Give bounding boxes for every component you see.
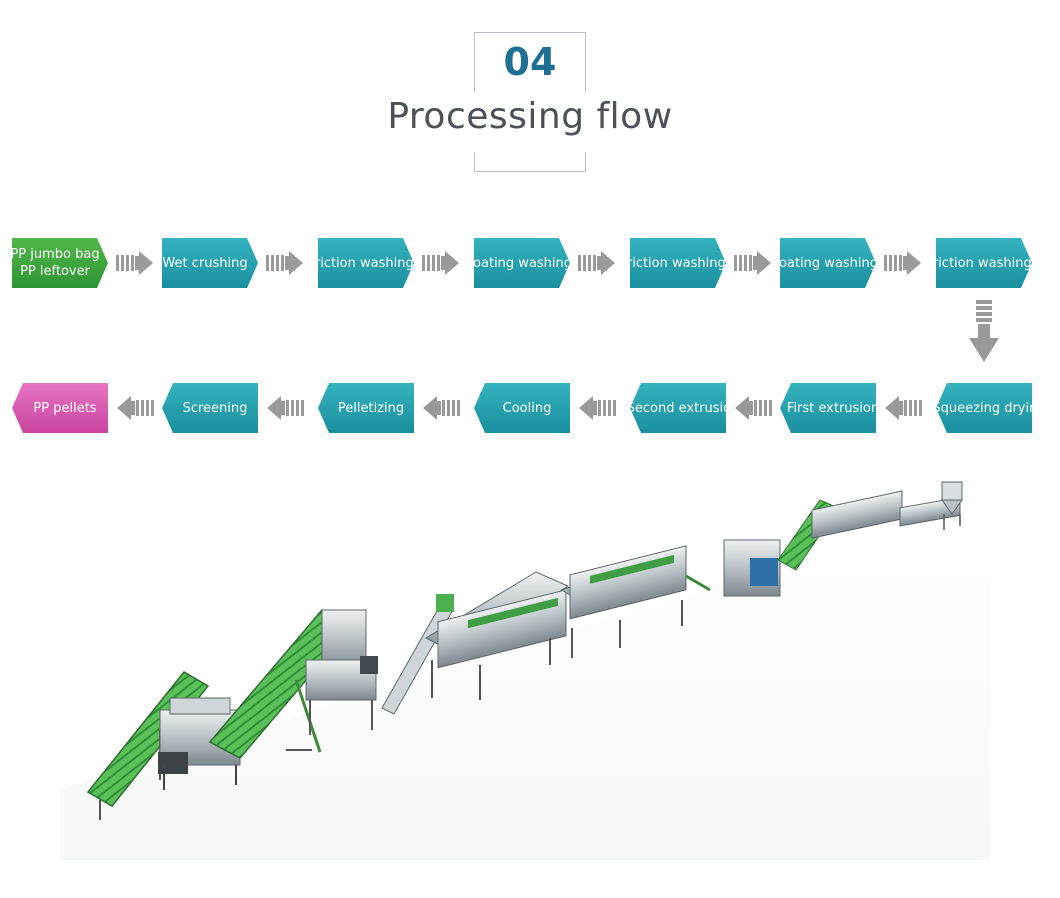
flow-step-label: Screening bbox=[182, 400, 248, 416]
flow-step-label: Friction washing bbox=[620, 255, 726, 271]
page-title: Processing flow bbox=[387, 96, 673, 137]
flow-step-label: Friction washing bbox=[308, 255, 414, 271]
flow-step: Wet crushing bbox=[162, 238, 258, 288]
arrow-right-icon bbox=[266, 251, 303, 275]
flow-step: Floating washing bbox=[474, 238, 570, 288]
flow-step-label: Squeezing drying bbox=[932, 400, 1046, 416]
flow-step: PP pellets bbox=[12, 383, 108, 433]
arrow-right-icon bbox=[884, 251, 921, 275]
flow-step-label: Friction washing bbox=[926, 255, 1032, 271]
arrow-left-icon bbox=[735, 396, 772, 420]
step-number: 04 bbox=[503, 40, 557, 84]
flow-step: Pelletizing bbox=[318, 383, 414, 433]
header-frame-gap bbox=[380, 92, 680, 152]
arrow-left-icon bbox=[579, 396, 616, 420]
flow-step: Floating washing bbox=[780, 238, 876, 288]
flow-step-label: Second extrusion bbox=[626, 400, 740, 416]
recycling-line-machinery-icon bbox=[60, 481, 990, 860]
flow-step: Squeezing drying bbox=[936, 383, 1032, 433]
flow-step: Cooling bbox=[474, 383, 570, 433]
flow-step-label: PP pellets bbox=[33, 400, 97, 416]
flow-step: Screening bbox=[162, 383, 258, 433]
arrow-left-icon bbox=[885, 396, 922, 420]
arrow-down-icon bbox=[969, 300, 999, 362]
flow-step: Second extrusion bbox=[630, 383, 726, 433]
flow-step-label: Wet crushing bbox=[162, 255, 248, 271]
arrow-right-icon bbox=[734, 251, 771, 275]
flow-step-label: First extrusion bbox=[786, 400, 880, 416]
flow-step: Friction washing bbox=[630, 238, 726, 288]
arrow-right-icon bbox=[116, 251, 153, 275]
flow-step-label: Floating washing bbox=[767, 255, 879, 271]
arrow-left-icon bbox=[267, 396, 304, 420]
flow-step-label: Floating washing bbox=[461, 255, 573, 271]
arrow-left-icon bbox=[423, 396, 460, 420]
flow-step: Friction washing bbox=[318, 238, 414, 288]
flow-step: First extrusion bbox=[780, 383, 876, 433]
flow-step-label: Cooling bbox=[502, 400, 552, 416]
arrow-left-icon bbox=[117, 396, 154, 420]
arrow-right-icon bbox=[578, 251, 615, 275]
arrow-right-icon bbox=[422, 251, 459, 275]
flow-step-label: Pelletizing bbox=[337, 400, 405, 416]
flow-step: Friction washing bbox=[936, 238, 1032, 288]
